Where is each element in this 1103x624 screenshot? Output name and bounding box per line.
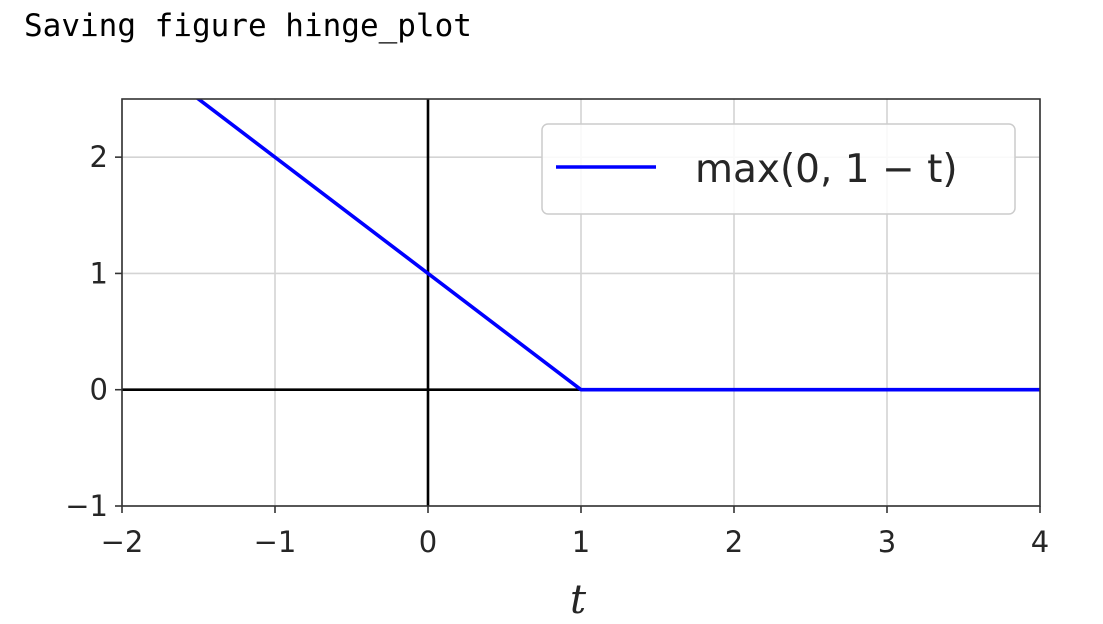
x-tick-label: −1 xyxy=(254,525,297,559)
y-tick-label: 1 xyxy=(90,256,108,290)
x-ticks: −2 −1 0 1 2 3 4 xyxy=(101,506,1049,559)
y-tick-label: 0 xyxy=(90,373,108,407)
legend-box xyxy=(541,123,1016,215)
series-lines xyxy=(195,99,1040,392)
x-tick-label: 1 xyxy=(572,525,590,559)
x-axis-label: t xyxy=(570,577,587,623)
cell-output-text: Saving figure hinge_plot xyxy=(24,8,472,44)
x-tick-label: −2 xyxy=(101,525,144,559)
y-ticks: −1 0 1 2 xyxy=(65,140,122,523)
legend: max(0, 1 − t) xyxy=(541,123,1016,215)
x-tick-label: 3 xyxy=(878,525,896,559)
legend-entry-label: max(0, 1 − t) xyxy=(695,147,958,192)
series-line-hinge xyxy=(195,99,1040,392)
y-tick-label: 2 xyxy=(90,140,108,174)
y-tick-label: −1 xyxy=(65,489,108,523)
x-tick-label: 4 xyxy=(1031,525,1049,559)
x-tick-label: 2 xyxy=(725,525,743,559)
x-tick-label: 0 xyxy=(419,525,437,559)
